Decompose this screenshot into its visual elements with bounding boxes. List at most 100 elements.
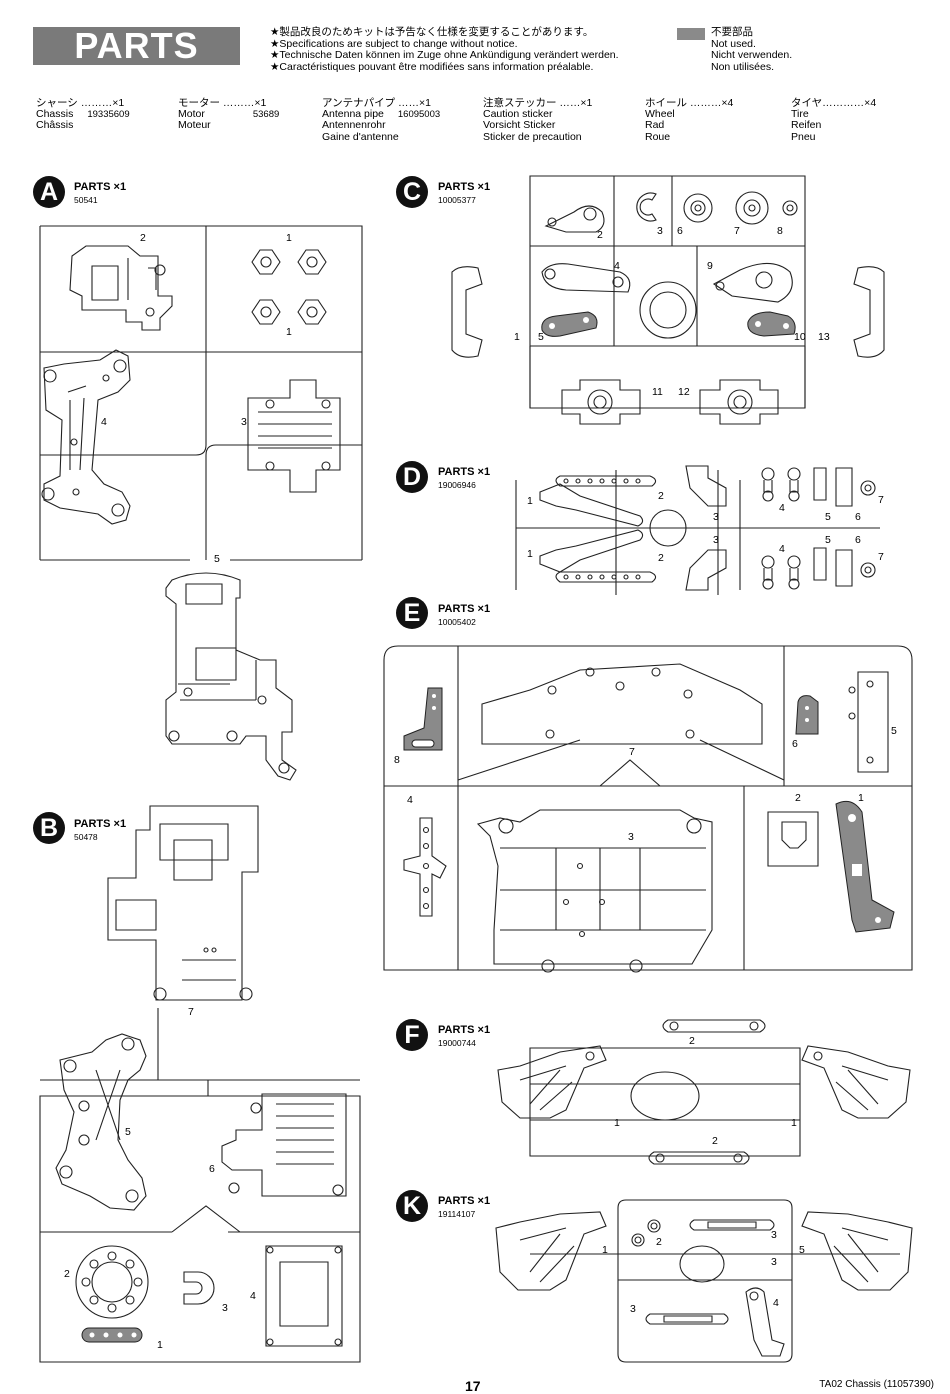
bag-item-en: Chassis	[36, 108, 74, 121]
notice-line-jp: ★製品改良のためキットは予告なく仕様を変更することがあります。	[270, 26, 594, 38]
bag-item-part-number: 53689	[252, 109, 280, 121]
tree-d-part-6b-label: 6	[855, 534, 861, 546]
tree-f-part-2-label: 2	[689, 1035, 695, 1047]
tree-c-part-13-label: 13	[818, 331, 830, 343]
page-title: PARTS	[33, 27, 240, 65]
bag-item-jp: タイヤ…………×4	[791, 97, 877, 109]
notice-line-de: ★Technische Daten können im Zuge ohne An…	[270, 49, 619, 61]
tree-e-part-5-label: 5	[891, 725, 897, 737]
tree-f-badge: F	[396, 1019, 428, 1051]
bag-item-en: Caution sticker	[483, 108, 553, 121]
tree-b-part-5-label: 5	[125, 1126, 131, 1138]
bag-item-en: Tire	[791, 108, 809, 121]
tree-e-part-1-label: 1	[858, 792, 864, 804]
tree-k-part-1-label: 1	[602, 1244, 608, 1256]
tree-d-part-5-label: 5	[825, 511, 831, 523]
tree-e-badge: E	[396, 597, 428, 629]
tree-b-badge: B	[33, 812, 65, 844]
unused-parts-swatch	[677, 28, 705, 40]
tree-k-badge: K	[396, 1190, 428, 1222]
tree-d-part-7b-label: 7	[878, 551, 884, 563]
bag-item-wheel: ホイール ………×4 Wheel Rad Roue	[645, 97, 734, 143]
bag-item-caution-sticker: 注意ステッカー ……×1 Caution sticker Vorsicht St…	[483, 97, 592, 143]
bag-item-fr: Pneu	[791, 130, 816, 143]
tree-c-part-3-label: 3	[657, 225, 663, 237]
tree-a-part-1-label: 1	[286, 232, 292, 244]
tree-c-badge: C	[396, 176, 428, 208]
notice-line-fr: ★Caractéristiques pouvant être modifiées…	[270, 60, 594, 73]
tree-f-number: 19000744	[438, 1038, 476, 1048]
bag-item-jp: ホイール ………×4	[645, 97, 734, 109]
tree-k-part-3-label: 3	[771, 1229, 777, 1241]
page-number: 17	[465, 1378, 481, 1394]
tree-e-part-6-label: 6	[792, 738, 798, 750]
tree-a-part-2-label: 2	[140, 232, 146, 244]
bag-item-en: Antenna pipe	[322, 108, 384, 121]
tree-e-number: 10005402	[438, 617, 476, 627]
bag-item-fr: Roue	[645, 130, 671, 143]
tree-d-badge: D	[396, 461, 428, 493]
tree-f-part-2b-label: 2	[712, 1135, 718, 1147]
bag-item-tire: タイヤ…………×4 Tire Reifen Pneu	[791, 97, 877, 143]
bag-item-jp: アンテナパイプ ……×1	[322, 97, 431, 109]
bag-item-jp: シャーシ ………×1	[36, 97, 125, 109]
legend-line-jp: 不要部品	[711, 26, 753, 38]
tree-c-part-11-label: 11	[652, 386, 663, 398]
tree-c-title: PARTS ×1	[438, 181, 491, 193]
tree-d-part-7-label: 7	[878, 494, 884, 506]
legend-line-en: Not used.	[711, 37, 756, 50]
tree-k-part-3b-label: 3	[771, 1256, 777, 1268]
tree-c-part-6-label: 6	[677, 225, 683, 237]
bag-item-part-number: 19335609	[87, 109, 130, 121]
tree-a-number: 50541	[74, 195, 98, 205]
tree-a-part-3-label: 3	[241, 416, 247, 428]
bag-item-de: Reifen	[791, 119, 822, 132]
tree-c-part-7-label: 7	[734, 225, 740, 237]
tree-e-part-7-label: 7	[629, 746, 635, 758]
tree-c-part-2-label: 2	[597, 229, 603, 241]
tree-k-part-4-label: 4	[773, 1297, 779, 1309]
tree-c-part-5-label: 5	[538, 331, 544, 343]
tree-d-part-1-label: 1	[527, 495, 533, 507]
tree-d-title: PARTS ×1	[438, 466, 491, 478]
bag-item-fr: Sticker de precaution	[483, 130, 582, 143]
tree-k-title: PARTS ×1	[438, 1195, 491, 1207]
tree-d-part-4b-label: 4	[779, 543, 785, 555]
tree-b-part-6-label: 6	[209, 1163, 215, 1175]
spec-notice: ★製品改良のためキットは予告なく仕様を変更することがあります。 ★Specifi…	[270, 26, 619, 73]
bag-item-fr: Gaine d'antenne	[322, 130, 399, 143]
tree-k-part-2-label: 2	[656, 1236, 662, 1248]
tree-d-part-5b-label: 5	[825, 534, 831, 546]
tree-b-part-7-label: 7	[188, 1006, 194, 1018]
tree-d-part-4-label: 4	[779, 502, 785, 514]
tree-f-part-1-label: 1	[614, 1117, 620, 1129]
tree-f-title: PARTS ×1	[438, 1024, 491, 1036]
tree-c-part-4-label: 4	[614, 260, 620, 272]
tree-d-part-1b-label: 1	[527, 548, 533, 560]
tree-a-part-5-label: 5	[214, 553, 220, 565]
bag-item-jp: モーター ………×1	[178, 97, 267, 109]
notice-line-en: ★Specifications are subject to change wi…	[270, 37, 518, 50]
bag-item-de: Antennenrohr	[322, 119, 386, 132]
tree-d-part-3b-label: 3	[713, 534, 719, 546]
tree-b-part-1-label: 1	[157, 1339, 163, 1351]
tree-c-part-12-label: 12	[678, 386, 690, 398]
bag-item-en: Wheel	[645, 108, 675, 121]
tree-b-number: 50478	[74, 832, 98, 842]
tree-d-part-2b-label: 2	[658, 552, 664, 564]
legend-line-de: Nicht verwenden.	[711, 49, 793, 61]
tree-b-part-4-label: 4	[250, 1290, 256, 1302]
legend-line-fr: Non utilisées.	[711, 60, 775, 73]
tree-a-title: PARTS ×1	[74, 181, 127, 193]
tree-c-part-10-label: 10	[794, 331, 806, 343]
tree-d-part-3-label: 3	[713, 511, 719, 523]
